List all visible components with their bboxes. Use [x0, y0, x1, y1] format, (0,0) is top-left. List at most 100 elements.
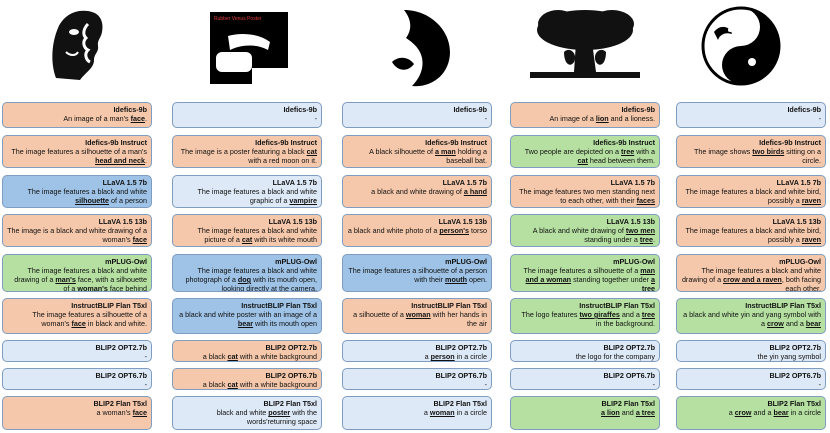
yin-yang-birds-icon [696, 2, 786, 90]
caption-text: black and white poster with the words're… [216, 408, 317, 426]
hand-ball-icon [384, 2, 454, 90]
caption-box-idefics-9b: Idefics-9b- [342, 102, 492, 128]
model-name: LLaVA 1.5 13b [268, 217, 317, 226]
model-name: Idefics-9b [787, 105, 821, 114]
model-name: BLIP2 OPT6.7b [95, 371, 147, 380]
caption-text: a person in a circle [424, 352, 487, 361]
poster-image: Rubber Venus Poster [208, 2, 290, 90]
caption-text: - [652, 380, 655, 389]
model-name: BLIP2 Flan T5xl [263, 399, 317, 408]
model-name: LLaVA 1.5 7b [776, 178, 821, 187]
model-name: mPLUG-Owl [779, 257, 821, 266]
model-name: mPLUG-Owl [105, 257, 147, 266]
model-name: BLIP2 OPT6.7b [769, 371, 821, 380]
caption-text: the logo for the company [575, 352, 655, 361]
caption-text: a woman's face [96, 408, 147, 417]
model-name: Idefics-9b [113, 105, 147, 114]
caption-text: - [818, 114, 821, 123]
caption-text: The image features a silhouette of a man… [523, 266, 655, 292]
caption-text: - [484, 380, 487, 389]
caption-text: The image features a black and white pic… [197, 226, 317, 244]
model-name: mPLUG-Owl [445, 257, 487, 266]
model-name: InstructBLIP Flan T5xl [579, 301, 655, 310]
model-name: BLIP2 OPT2.7b [265, 343, 317, 352]
model-name: mPLUG-Owl [275, 257, 317, 266]
caption-text: Two people are depicted on a tree with a… [524, 147, 655, 165]
caption-text: A black and white drawing of two men sta… [532, 226, 655, 244]
caption-text: - [144, 352, 147, 361]
caption-box-idefics-9b: Idefics-9b- [172, 102, 322, 128]
caption-text: a black cat with a white background [202, 380, 317, 389]
model-name: BLIP2 OPT2.7b [95, 343, 147, 352]
caption-text: The image features a silhouette of a wom… [32, 310, 147, 328]
caption-text: The image features a black and white pho… [185, 266, 317, 292]
model-name: BLIP2 Flan T5xl [601, 399, 655, 408]
caption-text: A black silhouette of a man holding a ba… [369, 147, 487, 165]
caption-text: - [314, 114, 317, 123]
model-name: BLIP2 OPT2.7b [769, 343, 821, 352]
caption-box-blip2-opt6-7b: BLIP2 OPT6.7b- [676, 368, 826, 390]
model-name: Idefics-9b Instruct [255, 138, 317, 147]
yin-yang-image [696, 2, 786, 90]
model-name: Idefics-9b [283, 105, 317, 114]
model-name: BLIP2 OPT6.7b [265, 371, 317, 380]
model-name: LLaVA 1.5 13b [772, 217, 821, 226]
hand-silhouette-image [384, 2, 454, 90]
caption-text: The image is a black and white drawing o… [7, 226, 147, 244]
model-name: LLaVA 1.5 13b [98, 217, 147, 226]
caption-text: The image features a black and white bir… [685, 187, 821, 205]
model-name: BLIP2 Flan T5xl [433, 399, 487, 408]
model-name: InstructBLIP Flan T5xl [71, 301, 147, 310]
caption-text: a silhouette of a woman with her hands i… [353, 310, 487, 328]
model-name: LLaVA 1.5 7b [272, 178, 317, 187]
caption-box-blip2-opt6-7b: BLIP2 OPT6.7b- [510, 368, 660, 390]
face-silhouette-icon [44, 2, 114, 90]
caption-text: The image features a black and white dra… [681, 266, 821, 292]
model-name: LLaVA 1.5 13b [438, 217, 487, 226]
caption-box-blip2-opt6-7b: BLIP2 OPT6.7b- [2, 368, 152, 390]
caption-text: The image features a silhouette of a per… [348, 266, 487, 284]
model-name: Idefics-9b [621, 105, 655, 114]
model-name: BLIP2 OPT2.7b [435, 343, 487, 352]
poster-title: Rubber Venus Poster [214, 16, 262, 22]
model-name: BLIP2 OPT6.7b [603, 371, 655, 380]
caption-text: An image of a man's face. [63, 114, 147, 123]
caption-text: the yin yang symbol [757, 352, 821, 361]
model-name: InstructBLIP Flan T5xl [241, 301, 317, 310]
caption-text: The image features a silhouette of a man… [11, 147, 147, 165]
caption-box-blip2-opt6-7b: BLIP2 OPT6.7b- [342, 368, 492, 390]
caption-text: a lion and a tree [601, 408, 655, 417]
model-name: BLIP2 Flan T5xl [93, 399, 147, 408]
model-name: InstructBLIP Flan T5xl [411, 301, 487, 310]
caption-text: The image features a black and white sil… [27, 187, 147, 205]
caption-text: a black and white poster with an image o… [179, 310, 317, 328]
model-name: LLaVA 1.5 7b [102, 178, 147, 187]
model-name: Idefics-9b Instruct [425, 138, 487, 147]
caption-text: An image of a lion and a lioness. [549, 114, 656, 123]
caption-text: a black cat with a white background [202, 352, 317, 361]
model-name: BLIP2 Flan T5xl [767, 399, 821, 408]
